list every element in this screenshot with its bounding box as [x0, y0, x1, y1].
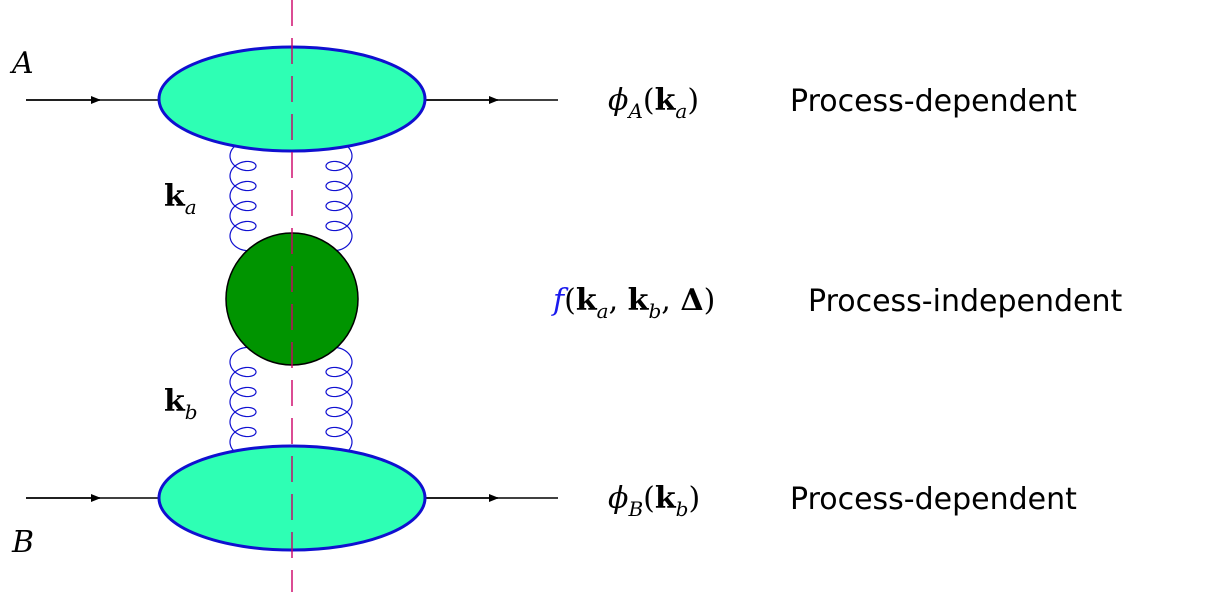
impact-factor-a-formula: ϕA(ka): [608, 83, 699, 123]
momentum-label-ka: ka: [164, 179, 197, 219]
gluon-lower-right: [325, 346, 353, 458]
gluon-lower-left: [229, 346, 257, 458]
particle-lines: [26, 96, 558, 502]
momentum-label-kb: kb: [164, 384, 198, 424]
impact-factor-b-formula: ϕB(kb): [608, 481, 700, 521]
impact-factor-a-label: Process-dependent: [790, 84, 1077, 119]
gluon-upper-left: [229, 140, 257, 252]
gluon-upper-right: [325, 140, 353, 252]
particle-label-a: A: [9, 46, 34, 81]
impact-factor-b-label: Process-dependent: [790, 482, 1077, 517]
gluon-lines: [229, 140, 353, 458]
green-function-label: Process-independent: [808, 284, 1123, 319]
particle-label-b: B: [11, 525, 34, 560]
green-function-formula: f(ka, kb, Δ): [551, 283, 715, 323]
